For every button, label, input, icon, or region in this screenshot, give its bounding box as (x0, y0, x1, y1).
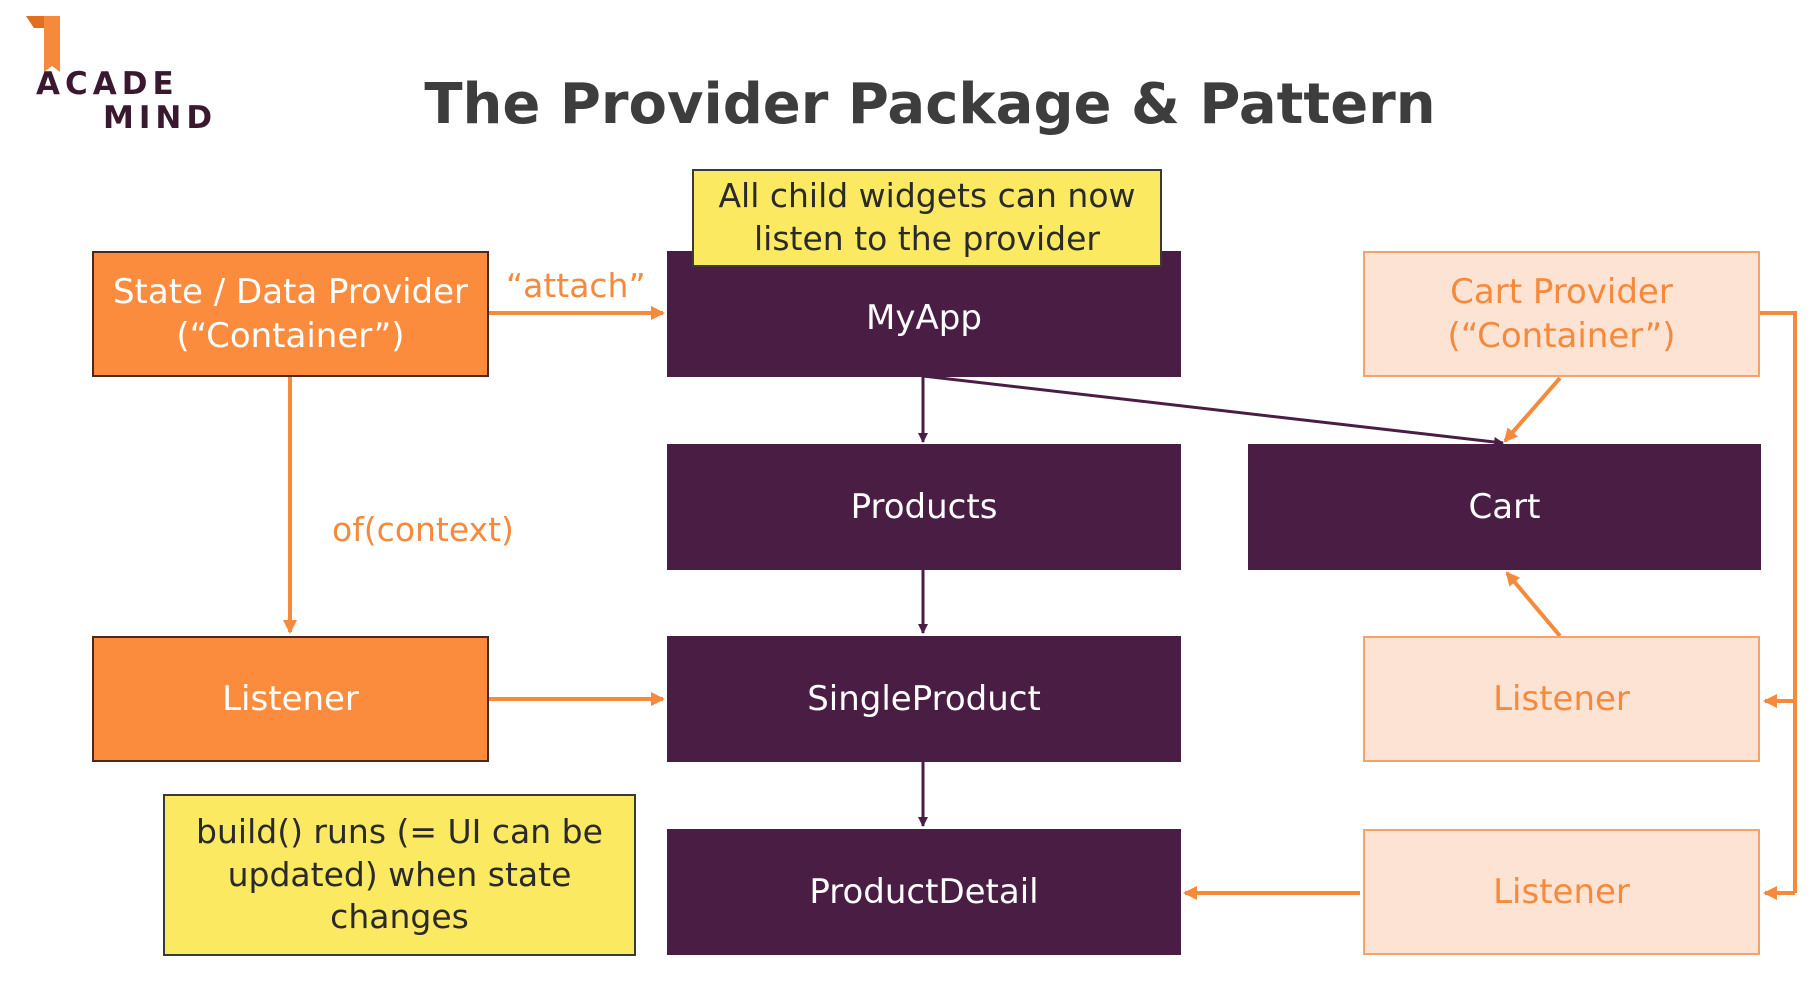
logo-text-line1: ACADE (36, 66, 179, 102)
cart-provider-node: Cart Provider (“Container”) (1363, 251, 1760, 377)
products-node: Products (667, 444, 1181, 570)
of-context-label: of(context) (332, 510, 514, 549)
slide-title: The Provider Package & Pattern (424, 72, 1436, 137)
myapp-node: MyApp (667, 251, 1181, 377)
cart-listener-node-bottom: Listener (1363, 829, 1760, 955)
edge-cartlistener-cart (1505, 571, 1562, 638)
productdetail-node: ProductDetail (667, 829, 1181, 955)
singleproduct-node: SingleProduct (667, 636, 1181, 762)
attach-label: “attach” (506, 266, 646, 305)
edge-cartprovider-cart (1503, 376, 1562, 443)
edge-cartprovider-bus (1760, 311, 1797, 893)
cart-listener-node-top: Listener (1363, 636, 1760, 762)
note-build-runs: build() runs (= UI can be updated) when … (163, 794, 636, 956)
logo-text-line2: MIND (103, 100, 218, 136)
cart-node: Cart (1248, 444, 1761, 570)
edge-myapp-cart (922, 374, 1504, 447)
listener-node-left: Listener (92, 636, 489, 762)
state-data-provider-node: State / Data Provider (“Container”) (92, 251, 489, 377)
flag-icon (26, 16, 60, 72)
academind-logo: ACADE MIND (14, 14, 218, 136)
note-child-widgets: All child widgets can now listen to the … (692, 169, 1162, 267)
